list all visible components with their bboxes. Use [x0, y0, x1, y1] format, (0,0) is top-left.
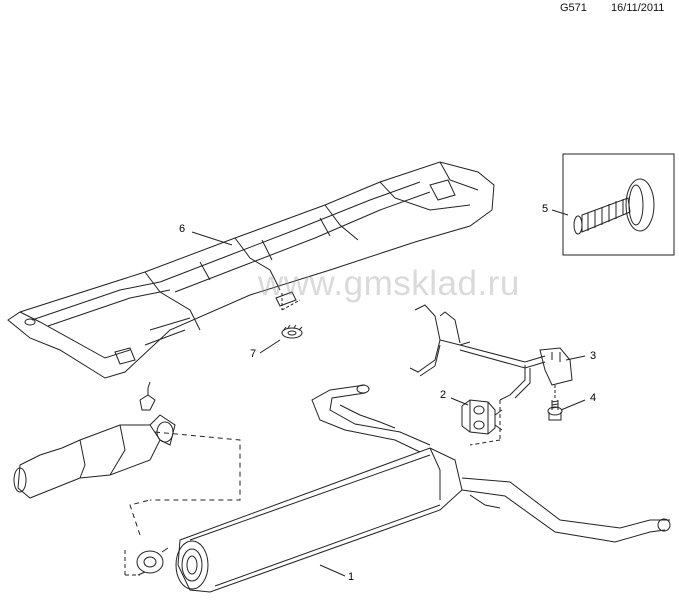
catalytic-converter-drawing: [13, 381, 241, 501]
hanger-rubber-drawing: [461, 399, 503, 446]
diagram-date: 16/11/2011: [611, 2, 665, 14]
heat-shield-drawing: [7, 161, 495, 379]
callout-6: 6: [179, 223, 185, 235]
bolt-drawing: [547, 385, 563, 421]
leader-lines: [191, 209, 586, 577]
callout-3: 3: [590, 350, 596, 362]
diagram-code: G571: [560, 2, 587, 14]
callout-2: 2: [440, 389, 446, 401]
rear-muffler-drawing: [124, 384, 671, 593]
callout-4: 4: [590, 392, 596, 404]
watermark: www.gmsklad.ru: [258, 264, 520, 303]
callout-1: 1: [348, 571, 354, 583]
hanger-bracket-drawing: [409, 304, 573, 401]
flange-bolt-detail-drawing: [562, 153, 675, 256]
callout-5: 5: [542, 203, 548, 215]
callout-7: 7: [250, 348, 256, 360]
clip-nut-drawing: [275, 291, 303, 339]
